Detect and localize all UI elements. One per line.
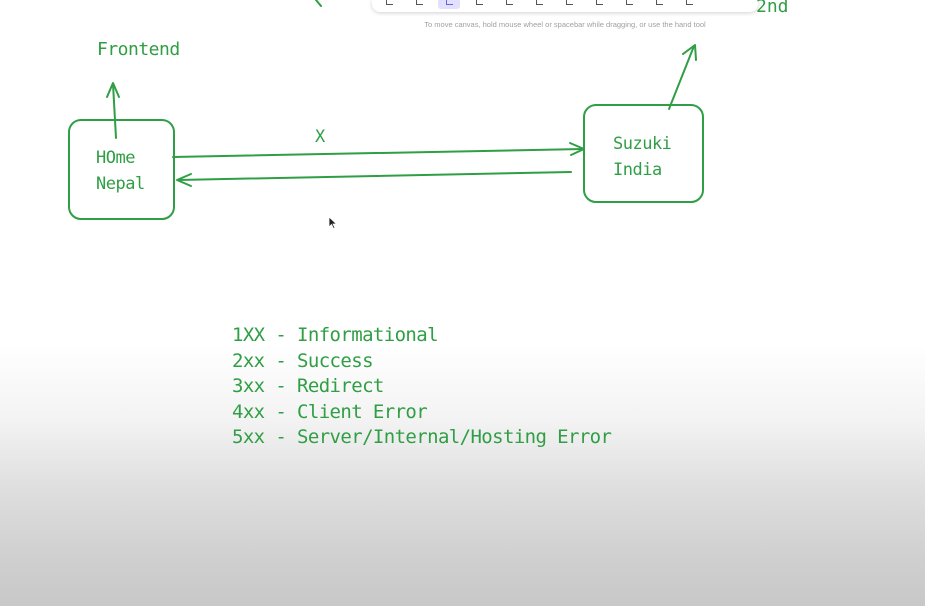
- image-tool-icon[interactable]: [648, 0, 670, 9]
- selection-tool-icon[interactable]: [408, 0, 430, 9]
- status-code-5xx: 5xx - Server/Internal/Hosting Error: [232, 426, 612, 448]
- suzuki-india-line1: Suzuki: [613, 134, 672, 154]
- draw-tool-icon[interactable]: [588, 0, 610, 9]
- frontend-arrow: [112, 83, 117, 139]
- arrow-tool-icon[interactable]: [528, 0, 550, 9]
- suzuki-india-box: [583, 104, 704, 203]
- top-arrow-partial: [315, 0, 322, 7]
- suzuki-india-line2: India: [613, 160, 662, 180]
- rectangle-tool-icon[interactable]: [438, 0, 460, 9]
- ellipse-tool-icon[interactable]: [498, 0, 520, 9]
- canvas-hint: To move canvas, hold mouse wheel or spac…: [424, 20, 706, 29]
- home-nepal-line1: HOme: [96, 148, 135, 168]
- status-code-4xx: 4xx - Client Error: [232, 400, 428, 423]
- main-toolbar: [372, 0, 758, 12]
- suzuki-india-label[interactable]: Suzuki India: [613, 131, 672, 183]
- eraser-tool-icon[interactable]: [678, 0, 700, 9]
- request-arrow: [172, 148, 584, 158]
- home-nepal-box: [68, 119, 175, 220]
- response-arrow: [177, 171, 572, 181]
- status-codes-text[interactable]: 1XX - Informational 2xx - Success 3xx - …: [232, 323, 612, 451]
- request-arrow-head: [569, 142, 585, 156]
- status-code-1xx: 1XX - Informational: [232, 324, 439, 346]
- status-code-2xx: 2xx - Success: [232, 349, 374, 372]
- backend-arrow: [668, 45, 695, 110]
- blocked-x-label[interactable]: X: [315, 127, 326, 147]
- frontend-label[interactable]: Frontend: [97, 39, 180, 60]
- text-tool-icon[interactable]: [618, 0, 640, 9]
- backend-arrow-head: [682, 44, 697, 61]
- frontend-arrow-head: [106, 82, 120, 98]
- status-code-3xx: 3xx - Redirect: [232, 375, 384, 397]
- hand-tool-icon[interactable]: [378, 0, 400, 9]
- line-tool-icon[interactable]: [558, 0, 580, 9]
- home-nepal-line2: Nepal: [96, 174, 145, 194]
- backend-label-partial[interactable]: 2nd: [756, 0, 789, 17]
- mouse-cursor-icon: [328, 216, 338, 230]
- diamond-tool-icon[interactable]: [468, 0, 490, 9]
- home-nepal-label[interactable]: HOme Nepal: [96, 145, 145, 197]
- response-arrow-head: [176, 173, 192, 187]
